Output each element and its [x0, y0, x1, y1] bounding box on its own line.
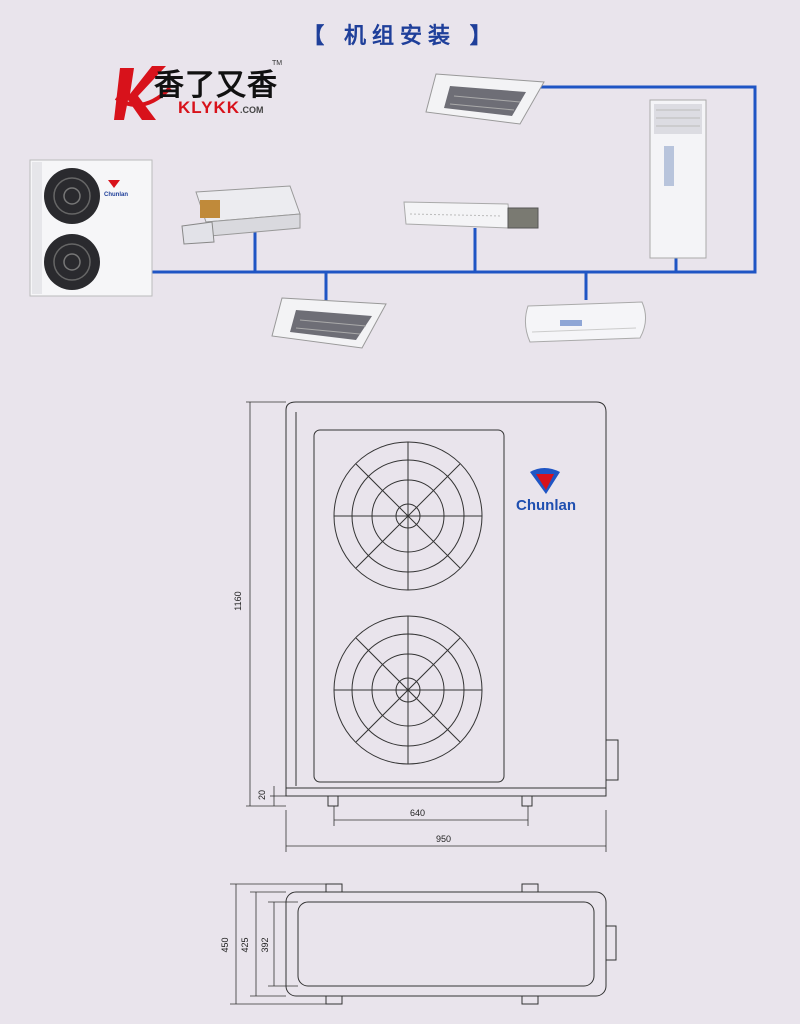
top-view-drawing	[285, 883, 617, 1005]
ceiling-cassette-bottom-photo	[271, 297, 387, 349]
fan-guard-upper	[333, 441, 483, 591]
dim-height: 1160	[233, 591, 243, 611]
outdoor-unit-photo	[29, 159, 153, 297]
ceiling-cassette-top-photo	[425, 73, 545, 125]
page-title: 【 机组安装 】	[302, 24, 498, 49]
dim-depth-total: 450	[220, 937, 230, 953]
dim-base-gap: 20	[257, 790, 267, 801]
brand-name: Chunlan	[516, 497, 576, 514]
fan-guard-lower	[333, 615, 483, 765]
wall-mounted-unit-photo	[524, 301, 646, 343]
klykk-logo: 香了又香 TM KLYKK.COM	[112, 58, 292, 124]
logo-domain: KLYKK.COM	[178, 98, 264, 117]
chunlan-logo-icon	[530, 468, 560, 494]
front-dimension-lines	[246, 401, 607, 852]
front-elevation-drawing	[285, 401, 619, 807]
top-dimension-lines	[230, 883, 326, 1005]
outdoor-unit-brand-label: Chunlan	[104, 192, 128, 198]
k-swoosh-icon	[114, 66, 172, 120]
floor-standing-unit-photo	[649, 99, 707, 259]
dim-width: 950	[436, 834, 452, 844]
ducted-fan-coil-photo	[181, 185, 301, 245]
dim-foot-spacing: 640	[410, 808, 426, 818]
slim-duct-unit-photo	[403, 201, 539, 229]
dim-depth-body: 425	[240, 937, 250, 953]
logo-chinese-text: 香了又香	[154, 68, 278, 103]
logo-trademark: TM	[272, 60, 283, 67]
dim-depth-inner: 392	[260, 937, 270, 953]
